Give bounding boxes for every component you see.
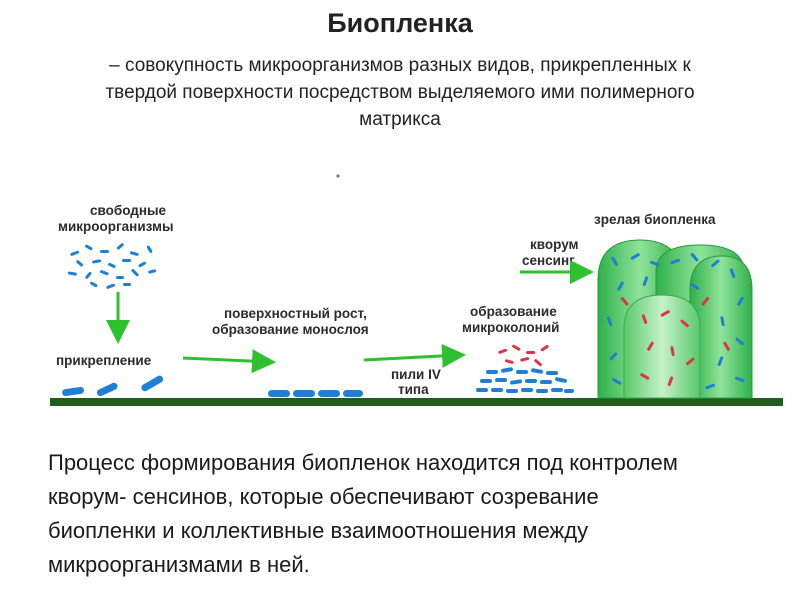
decorative-dot	[336, 174, 340, 178]
label-micro-line2: микроколоний	[462, 320, 559, 335]
page-title: Биопленка	[327, 8, 473, 38]
label-growth-line1: поверхностный рост,	[224, 306, 367, 321]
label-growth-line2: образование монослоя	[212, 322, 369, 337]
arrow-to-monolayer	[182, 349, 276, 374]
arrow-to-microcolonies	[363, 343, 466, 368]
label-quorum-line2: сенсинг	[522, 253, 575, 268]
process-description: Процесс формирования биопленок находится…	[48, 446, 768, 582]
definition-line-1: – совокупность микроорганизмов разных ви…	[109, 55, 691, 76]
mature-biofilm	[597, 239, 753, 399]
process-line-1: Процесс формирования биопленок находится…	[48, 450, 678, 475]
label-micro-line1: образование	[470, 304, 557, 319]
process-line-3: биопленки и коллективные взаимоотношения…	[48, 518, 589, 543]
definition-line-2: твердой поверхности посредством выделяем…	[105, 82, 695, 103]
label-mature: зрелая биопленка	[594, 212, 716, 227]
process-line-2: кворум- сенсинов, которые обеспечивают с…	[48, 484, 599, 509]
label-attachment: прикрепление	[56, 353, 152, 368]
definition-text: – совокупность микроорганизмов разных ви…	[20, 52, 780, 133]
definition-line-3: матрикса	[359, 109, 441, 130]
microcolony	[476, 344, 574, 393]
label-quorum-line1: кворум	[530, 237, 579, 252]
label-free-line1: свободные	[90, 203, 167, 218]
process-line-4: микроорганизмами в ней.	[48, 552, 310, 577]
attached-bacteria	[62, 375, 164, 397]
free-microorganisms	[67, 243, 157, 289]
monolayer-bacteria	[268, 390, 363, 397]
label-free-line2: микроорганизмы	[58, 219, 174, 234]
label-pili-line2: типа	[398, 382, 429, 397]
surface-bar	[50, 398, 783, 406]
label-pili-line1: пили IV	[391, 367, 441, 382]
